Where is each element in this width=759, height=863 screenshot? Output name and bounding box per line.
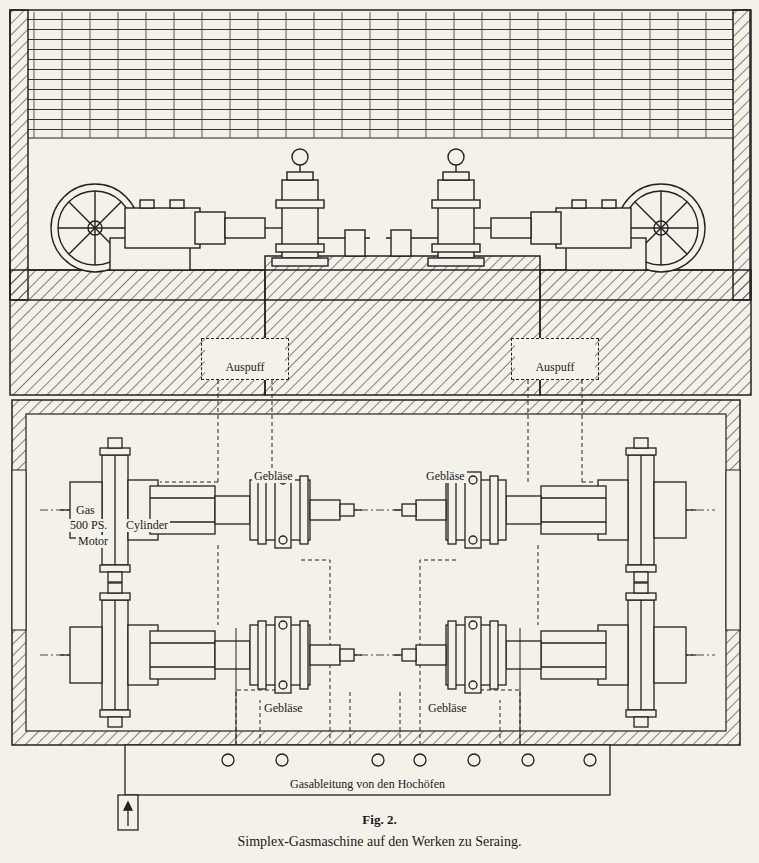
part-label: Motor [76,535,110,548]
part-label: Cylinder [124,519,170,532]
node-label: Auspuff [202,360,288,375]
part-label: Gebläse [262,702,305,715]
part-label: Gebläse [426,702,469,715]
gas-main: Gasableitung von den Hochöfen [120,745,615,795]
part-label: Gebläse [252,470,295,483]
exhaust-box: Auspuff [511,338,599,380]
part-label: Gas [74,504,97,517]
figure-number: Fig. 2. [0,812,759,828]
part-label: Gebläse [424,470,467,483]
exhaust-box: Auspuff [201,338,289,380]
node-label: Gasableitung von den Hochöfen [120,777,615,792]
figure-caption: Simplex-Gasmaschine auf den Werken zu Se… [0,834,759,850]
power-rating: 500 PS. [68,519,109,532]
node-label: Auspuff [512,360,598,375]
